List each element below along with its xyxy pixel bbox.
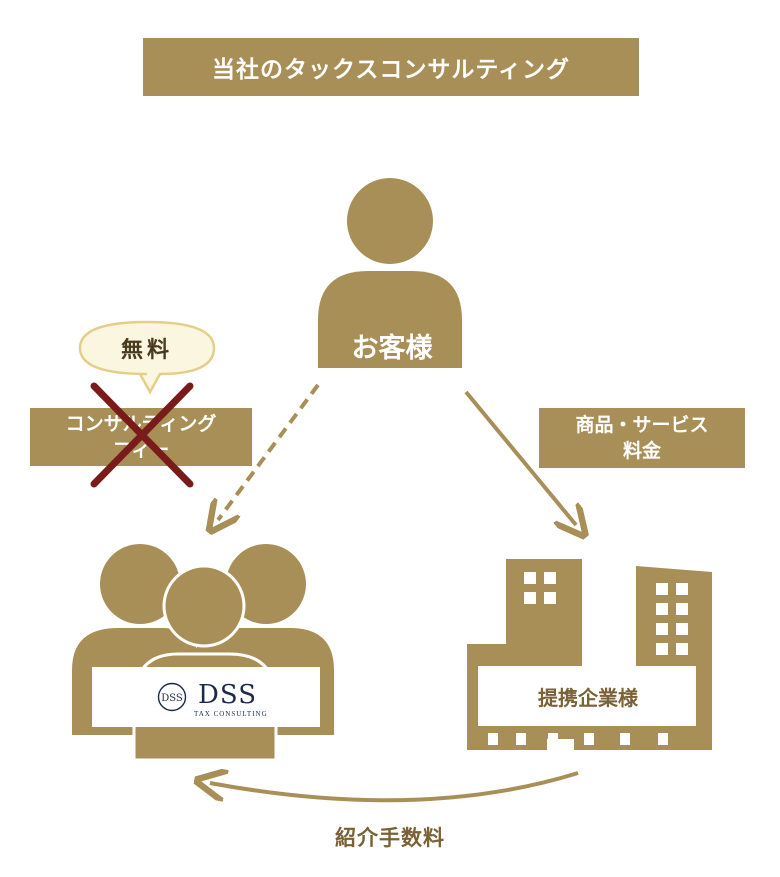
free-bubble-label: 無料 — [120, 337, 173, 363]
speech-bubble — [78, 320, 216, 395]
customer-label: お客様 — [351, 333, 433, 364]
consulting-fee-line1: コンサルティング — [65, 413, 217, 435]
dss-company-name: DSS — [198, 680, 258, 710]
dss-logo-box — [92, 667, 320, 727]
arrow-partner-to-dss — [210, 773, 579, 803]
arrow-customer-to-dss — [218, 383, 320, 520]
dss-monogram-text: DSS — [161, 693, 183, 704]
goods-service-fee-label: 商品・サービス 料金 — [539, 408, 745, 468]
dss-monogram-icon: DSS — [157, 682, 187, 712]
customer-person-icon — [318, 178, 462, 368]
building-lower-windows — [488, 733, 668, 745]
page-title: 当社のタックスコンサルティング — [143, 38, 639, 96]
goods-fee-line2: 料金 — [622, 440, 661, 462]
referral-fee-label: 紹介手数料 — [335, 825, 445, 850]
building-windows — [524, 572, 688, 655]
partner-label-box — [478, 666, 696, 726]
partner-company-label: 提携企業様 — [538, 686, 638, 710]
arrow-customer-to-partner — [464, 390, 576, 525]
goods-fee-line1: 商品・サービス — [575, 414, 709, 436]
dss-company-subtitle: TAX CONSULTING — [194, 710, 268, 718]
